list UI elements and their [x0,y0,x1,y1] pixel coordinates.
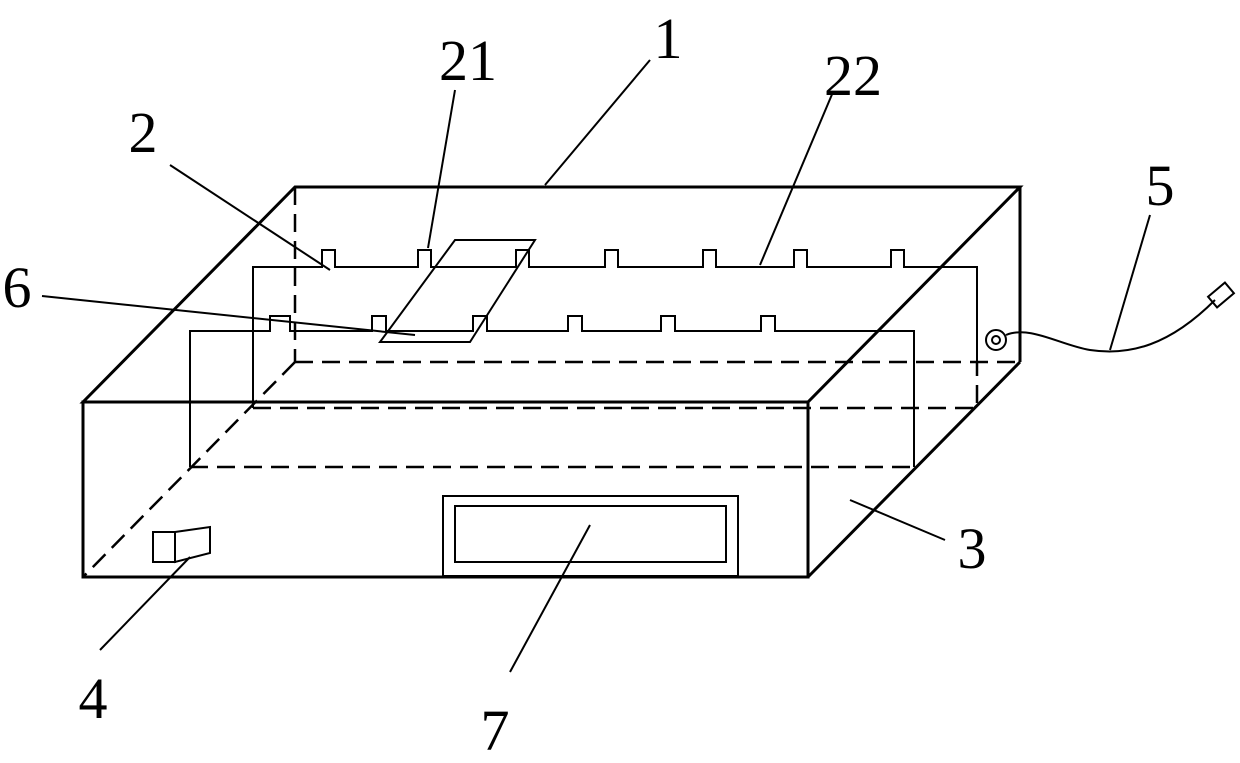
label-3: 3 [958,516,987,581]
leader-7 [510,525,590,672]
leader-5 [1110,215,1150,350]
label-7: 7 [481,698,510,763]
leader-21 [428,90,455,248]
switch-4[interactable] [153,527,210,562]
leader-6 [42,296,415,335]
box-top-face [83,187,1020,402]
connector-5[interactable] [986,283,1234,352]
label-1: 1 [654,6,683,71]
front-tray-21 [190,316,914,467]
label-5: 5 [1146,153,1175,218]
sheet-6 [380,240,535,342]
label-21: 21 [439,28,497,93]
label-2: 2 [129,100,158,165]
leader-4 [100,557,190,650]
box-body [83,187,1020,577]
label-6: 6 [3,255,32,320]
leader-22 [760,92,833,265]
label-22: 22 [824,43,882,108]
box-front-face [83,402,808,577]
hidden-edges [83,187,1020,577]
label-4: 4 [79,666,108,731]
display-window-7 [443,496,738,576]
leader-1 [545,60,650,185]
leader-2 [170,165,330,270]
